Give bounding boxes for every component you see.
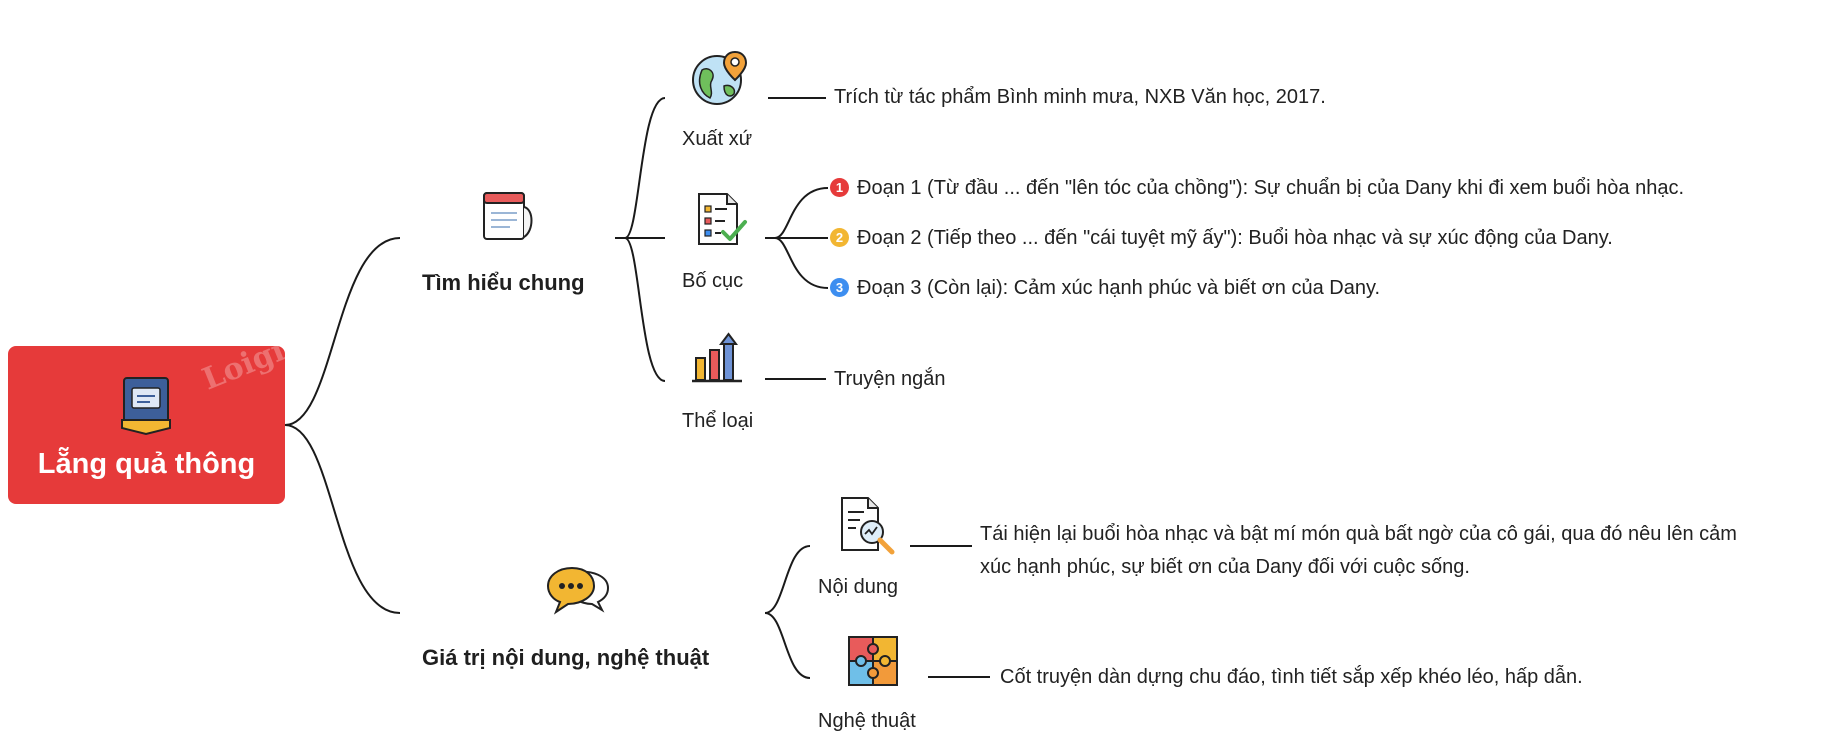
connector-bo-cuc-to-doan-1 — [765, 187, 829, 239]
root-label: Lẵng quả thông — [37, 448, 256, 480]
badge-3: 3 — [830, 278, 849, 297]
leaf-doan-1-text: Đoạn 1 (Từ đầu ... đến "lên tóc của chồn… — [857, 177, 1685, 199]
leaf-doan-2-text: Đoạn 2 (Tiếp theo ... đến "cái tuyệt mỹ … — [857, 227, 1613, 249]
sub-label-noi-dung[interactable]: Nội dung — [818, 576, 899, 598]
sub-label-xuat-xu[interactable]: Xuất xứ — [682, 128, 753, 150]
globe-pin-icon — [692, 50, 748, 105]
leaf-doan-2: 2 Đoạn 2 (Tiếp theo ... đến "cái tuyệt mỹ… — [830, 227, 1613, 250]
leaf-noi-dung: Tái hiện lại buổi hòa nhạc và bật mí món… — [980, 523, 1737, 578]
leaf-the-loai: Truyện ngắn — [834, 368, 946, 390]
leaf-doan-3: 3 Đoạn 3 (Còn lại): Cảm xúc hạnh phúc và … — [830, 277, 1380, 300]
connector-root-to-tim-hieu-chung — [284, 237, 401, 426]
root-node[interactable]: Loigiai Lẵng quả thông — [8, 322, 318, 504]
connector-gia-tri-to-nghe-thuat — [764, 612, 811, 679]
connector-gia-tri-to-noi-dung — [764, 545, 811, 614]
connector-tim-hieu-to-xuat-xu — [615, 97, 666, 239]
branch-label-tim-hieu-chung[interactable]: Tìm hiểu chung — [422, 270, 585, 295]
leaf-nghe-thuat: Cốt truyện dàn dựng chu đáo, tình tiết s… — [1000, 666, 1583, 688]
chat-bubbles-icon — [546, 566, 610, 615]
branch-label-gia-tri[interactable]: Giá trị nội dung, nghệ thuật — [422, 645, 710, 670]
connector-root-to-gia-tri — [284, 424, 401, 614]
badge-2: 2 — [830, 228, 849, 247]
bar-chart-icon — [692, 332, 742, 383]
connector-tim-hieu-to-the-loai — [615, 237, 666, 382]
sub-label-bo-cuc[interactable]: Bố cục — [682, 270, 744, 292]
document-search-icon — [841, 497, 895, 555]
leaf-doan-3-text: Đoạn 3 (Còn lại): Cảm xúc hạnh phúc và b… — [857, 277, 1381, 299]
leaf-doan-1: 1 Đoạn 1 (Từ đầu ... đến "lên tóc của chồ… — [830, 177, 1684, 200]
notepad-icon — [483, 192, 533, 240]
book-icon — [121, 377, 171, 436]
sub-label-nghe-thuat[interactable]: Nghệ thuật — [818, 710, 916, 732]
connector-bo-cuc-to-doan-3 — [765, 237, 829, 289]
checklist-icon — [698, 193, 747, 245]
badge-1: 1 — [830, 178, 849, 197]
leaf-xuat-xu: Trích từ tác phẩm Bình minh mưa, NXB Văn… — [834, 86, 1326, 108]
sub-label-the-loai[interactable]: Thể loại — [682, 410, 754, 432]
puzzle-icon — [848, 636, 898, 686]
